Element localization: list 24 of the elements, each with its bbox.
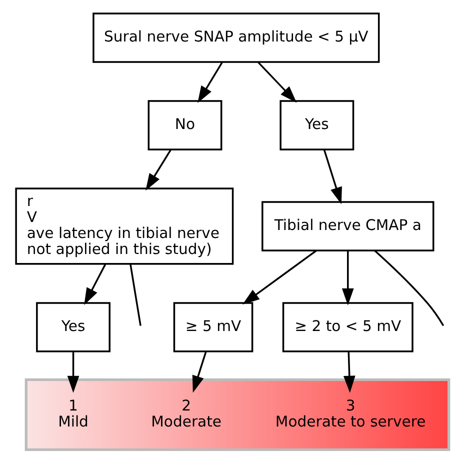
arrow — [84, 264, 106, 305]
node-box: r V ave latency in tibial nerve not applied in this study) — [14, 188, 234, 265]
arrow — [145, 149, 171, 191]
cluster — [24, 378, 450, 452]
arrow — [341, 250, 354, 306]
arrow — [66, 352, 79, 393]
arrow — [197, 62, 222, 104]
node-box: Sural nerve SNAP amplitude < 5 μV — [92, 12, 380, 63]
node-text: 1 Mild — [58, 397, 88, 431]
arrow — [342, 352, 355, 393]
arrow — [257, 62, 296, 103]
node-text: 3 Moderate to servere — [274, 397, 426, 431]
node-box: Yes — [36, 302, 110, 352]
node-box: ≥ 5 mV — [172, 302, 253, 352]
connector — [129, 264, 141, 326]
node-text: 2 Moderate — [150, 397, 222, 431]
connector — [373, 250, 444, 326]
node-box: Yes — [279, 100, 354, 150]
arrow — [192, 351, 206, 393]
node-box: ≥ 2 to < 5 mV — [282, 302, 413, 352]
arrow — [322, 150, 342, 204]
node-box: Tibial nerve CMAP a — [261, 201, 434, 252]
node-box: No — [147, 100, 222, 150]
arrow — [242, 250, 316, 305]
